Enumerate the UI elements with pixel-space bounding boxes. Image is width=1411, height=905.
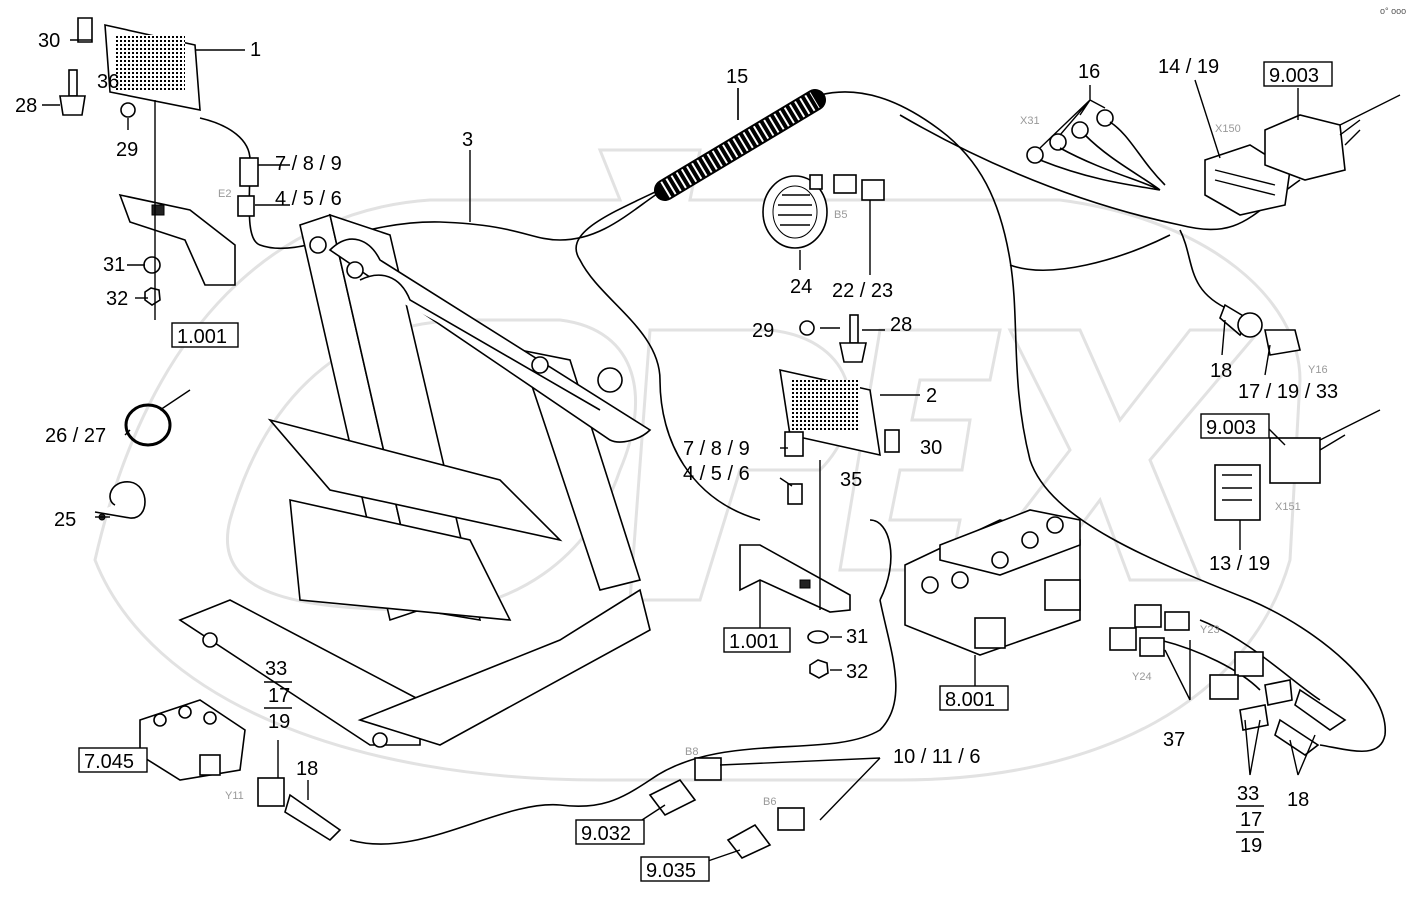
sensor-9-035 bbox=[726, 807, 805, 859]
nut-29-left bbox=[120, 102, 136, 118]
callout-26-27: 26 / 27 bbox=[45, 425, 106, 447]
fraction-stack-left: 33 17 19 bbox=[264, 658, 292, 733]
callout-14-19: 14 / 19 bbox=[1158, 56, 1219, 78]
nut-29-right bbox=[799, 320, 815, 336]
tag-y23: Y23 bbox=[1200, 624, 1220, 636]
callout-36: 36 bbox=[97, 71, 119, 93]
relay-box-2 bbox=[779, 368, 881, 457]
connector-9-003-mid bbox=[1269, 409, 1381, 484]
fraction-right-bot: 19 bbox=[1240, 835, 1262, 857]
ref-9-003-top: 9.003 bbox=[1269, 65, 1319, 87]
tag-b5: B5 bbox=[834, 209, 847, 221]
connector-7-8-9-right bbox=[784, 431, 804, 457]
tag-x150: X150 bbox=[1215, 123, 1241, 135]
callout-30-left: 30 bbox=[38, 30, 60, 52]
corrugated-sleeve-15 bbox=[654, 89, 826, 201]
bracket-right bbox=[739, 544, 851, 679]
tag-y24: Y24 bbox=[1132, 671, 1152, 683]
callout-15: 15 bbox=[726, 66, 748, 88]
callout-4-5-6-right: 4 / 5 / 6 bbox=[683, 463, 750, 485]
relay-box-1 bbox=[104, 23, 201, 111]
callout-3: 3 bbox=[462, 129, 473, 151]
ring-terminals-16 bbox=[1026, 109, 1166, 191]
connector-y11 bbox=[257, 777, 342, 842]
callout-32-left: 32 bbox=[106, 288, 128, 310]
callout-18-upper: 18 bbox=[1210, 360, 1232, 382]
callout-labels: 1 2 3 4 / 5 / 6 4 / 5 / 6 7 / 8 / 9 7 / … bbox=[15, 30, 1338, 811]
connector-x151 bbox=[1214, 464, 1261, 521]
valve-7-045 bbox=[139, 699, 246, 781]
callout-2: 2 bbox=[926, 385, 937, 407]
callout-37: 37 bbox=[1163, 729, 1185, 751]
connector-4-5-6-left bbox=[237, 195, 255, 217]
callout-25: 25 bbox=[54, 509, 76, 531]
callout-28-left: 28 bbox=[15, 95, 37, 117]
callout-35: 35 bbox=[840, 469, 862, 491]
relay-22-23 bbox=[833, 174, 885, 201]
callout-18-left: 18 bbox=[296, 758, 318, 780]
ref-1-001-left: 1.001 bbox=[177, 326, 227, 348]
callout-24: 24 bbox=[790, 276, 812, 298]
callout-13-19: 13 / 19 bbox=[1209, 553, 1270, 575]
tag-y11: Y11 bbox=[225, 790, 244, 802]
fraction-left-mid: 17 bbox=[268, 685, 290, 707]
fraction-left-top: 33 bbox=[265, 658, 287, 680]
callout-18-right: 18 bbox=[1287, 789, 1309, 811]
bolt-28-right bbox=[839, 314, 867, 363]
callout-7-8-9-left: 7 / 8 / 9 bbox=[275, 153, 342, 175]
tag-e2: E2 bbox=[218, 188, 231, 200]
callout-17-19-33: 17 / 19 / 33 bbox=[1238, 381, 1338, 403]
callout-31-left: 31 bbox=[103, 254, 125, 276]
fuse-30-left bbox=[77, 17, 93, 43]
connector-7-8-9-left bbox=[239, 157, 259, 187]
ref-9-035: 9.035 bbox=[646, 860, 696, 882]
clamp-25 bbox=[94, 481, 146, 521]
fuse-30-right bbox=[884, 429, 900, 453]
bracket-left bbox=[118, 193, 236, 306]
callout-1: 1 bbox=[250, 39, 261, 61]
callout-4-5-6-left: 4 / 5 / 6 bbox=[275, 188, 342, 210]
ref-7-045: 7.045 bbox=[84, 751, 134, 773]
callout-31-right: 31 bbox=[846, 626, 868, 648]
callout-22-23: 22 / 23 bbox=[832, 280, 893, 302]
loader-frame bbox=[178, 213, 652, 748]
fraction-right-mid: 17 bbox=[1240, 809, 1262, 831]
cable-tie-26-27 bbox=[124, 389, 191, 447]
ref-9-003-mid: 9.003 bbox=[1206, 417, 1256, 439]
callout-10-11-6: 10 / 11 / 6 bbox=[893, 746, 980, 768]
sensor-18-upper bbox=[1219, 303, 1301, 356]
reference-boxes: 1.001 1.001 7.045 8.001 9.003 9.003 9.03… bbox=[78, 61, 1333, 882]
tag-y16: Y16 bbox=[1308, 364, 1328, 376]
fraction-left-bot: 19 bbox=[268, 711, 290, 733]
tag-x151: X151 bbox=[1275, 501, 1301, 513]
sensor-9-032 bbox=[648, 757, 722, 817]
callout-29-left: 29 bbox=[116, 139, 138, 161]
callout-32-right: 32 bbox=[846, 661, 868, 683]
tag-b6: B6 bbox=[763, 796, 776, 808]
connector-4-5-6-right bbox=[787, 483, 803, 505]
connector-tags: E2 B5 X31 X150 Y16 X151 Y23 Y24 B8 B6 Y1… bbox=[218, 115, 1328, 808]
ref-8-001: 8.001 bbox=[945, 689, 995, 711]
control-valve-8-001 bbox=[904, 509, 1081, 656]
horn-24 bbox=[762, 174, 828, 249]
callout-16: 16 bbox=[1078, 61, 1100, 83]
fraction-stack-right: 33 17 19 bbox=[1236, 783, 1264, 857]
callout-28-right: 28 bbox=[890, 314, 912, 336]
fraction-right-top: 33 bbox=[1237, 783, 1259, 805]
leader-lines bbox=[42, 39, 1316, 863]
tag-b8: B8 bbox=[685, 746, 698, 758]
bolt-28-left bbox=[59, 69, 86, 116]
ref-9-032: 9.032 bbox=[581, 823, 631, 845]
ref-1-001-right: 1.001 bbox=[729, 631, 779, 653]
tag-x31: X31 bbox=[1020, 115, 1040, 127]
callout-30-right: 30 bbox=[920, 437, 942, 459]
callout-7-8-9-right: 7 / 8 / 9 bbox=[683, 438, 750, 460]
corner-mark: o° ooo bbox=[1380, 6, 1406, 16]
connectors-37 bbox=[1109, 604, 1190, 657]
connector-9-003-top bbox=[1264, 94, 1401, 181]
callout-29-right: 29 bbox=[752, 320, 774, 342]
sensors-18-right bbox=[1209, 651, 1347, 756]
